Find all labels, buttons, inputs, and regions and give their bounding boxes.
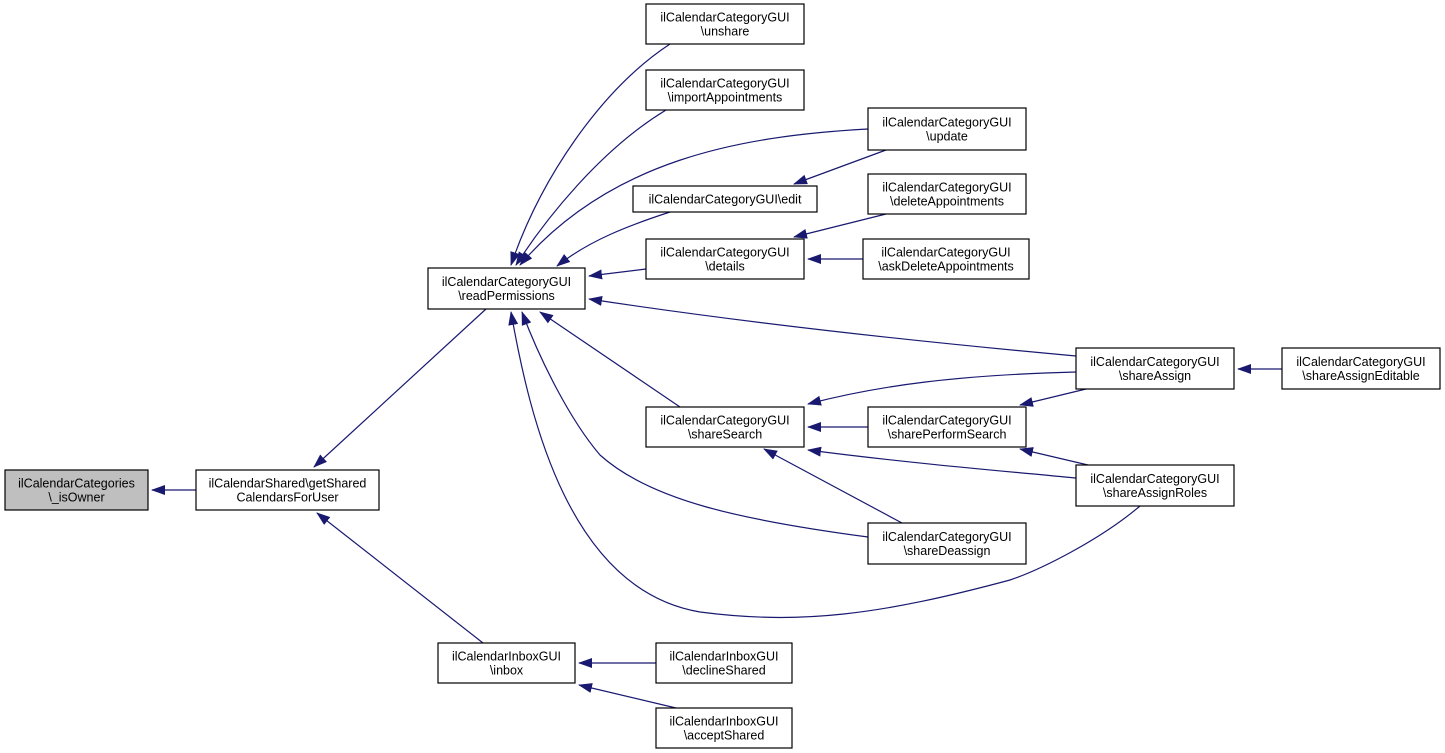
edge-delete-appointments-to-details xyxy=(793,213,887,239)
node-box xyxy=(632,185,818,213)
node-box xyxy=(867,522,1027,565)
node-label-line: \inbox xyxy=(490,664,524,678)
node-box xyxy=(1281,347,1441,390)
node-box xyxy=(4,469,149,511)
node-label-line: \readPermissions xyxy=(458,289,555,303)
node-delete-appointments[interactable]: ilCalendarCategoryGUI\deleteAppointments xyxy=(867,173,1027,215)
edge-inbox-to-get-shared xyxy=(316,512,484,644)
node-share-perform-search[interactable]: ilCalendarCategoryGUI\sharePerformSearch xyxy=(867,406,1027,448)
node-box xyxy=(437,642,576,684)
node-unshare[interactable]: ilCalendarCategoryGUI\unshare xyxy=(645,3,805,45)
node-box xyxy=(645,69,805,111)
node-label-line: ilCalendarCategoryGUI xyxy=(1090,472,1219,486)
node-label-line: ilCalendarCategoryGUI xyxy=(882,414,1011,428)
node-accept-shared[interactable]: ilCalendarInboxGUI\acceptShared xyxy=(655,707,793,749)
node-label-line: \update xyxy=(926,130,968,144)
edge-share-assign-to-share-search xyxy=(807,371,1077,406)
node-label-line: \shareAssign xyxy=(1119,369,1191,383)
node-box xyxy=(655,707,793,749)
node-box xyxy=(1075,464,1235,507)
node-label-line: ilCalendarCategoryGUI xyxy=(1090,355,1219,369)
edge-unshare-to-read-permissions xyxy=(510,43,671,266)
node-box xyxy=(645,406,805,448)
node-label-line: ilCalendarCategoryGUI xyxy=(660,11,789,25)
node-box xyxy=(645,238,805,280)
node-share-search[interactable]: ilCalendarCategoryGUI\shareSearch xyxy=(645,406,805,448)
edge-share-assign-roles-to-share-search xyxy=(807,446,1077,479)
node-label-line: \shareDeassign xyxy=(904,544,991,558)
node-label-line: ilCalendarCategoryGUI xyxy=(882,116,1011,130)
node-label-line: ilCalendarCategoryGUI xyxy=(881,246,1010,260)
edge-share-assign-to-share-perform-search xyxy=(1019,388,1087,407)
edge-edit-to-read-permissions xyxy=(556,211,671,267)
edge-details-to-read-permissions xyxy=(588,268,647,280)
node-share-assign[interactable]: ilCalendarCategoryGUI\shareAssign xyxy=(1075,347,1235,390)
node-read-permissions[interactable]: ilCalendarCategoryGUI\readPermissions xyxy=(427,267,586,310)
node-label-line: \_isOwner xyxy=(48,491,104,505)
node-label-line: CalendarsForUser xyxy=(236,491,338,505)
edge-share-deassign-to-read-permissions xyxy=(521,311,869,538)
node-box xyxy=(655,642,793,684)
node-import-appointments[interactable]: ilCalendarCategoryGUI\importAppointments xyxy=(645,69,805,111)
node-label-line: \unshare xyxy=(701,25,750,39)
edge-read-permissions-to-get-shared xyxy=(313,308,487,468)
node-box xyxy=(867,406,1027,448)
edge-share-search-to-read-permissions xyxy=(539,311,681,408)
node-label-line: ilCalendarCategoryGUI xyxy=(660,77,789,91)
node-inbox[interactable]: ilCalendarInboxGUI\inbox xyxy=(437,642,576,684)
node-share-deassign[interactable]: ilCalendarCategoryGUI\shareDeassign xyxy=(867,522,1027,565)
node-ask-delete-appointments[interactable]: ilCalendarCategoryGUI\askDeleteAppointme… xyxy=(862,238,1030,280)
node-label-line: \askDeleteAppointments xyxy=(878,260,1014,274)
edge-accept-shared-to-inbox xyxy=(578,683,677,709)
node-label-line: ilCalendarCategoryGUI xyxy=(882,530,1011,544)
edge-share-assign-to-read-permissions xyxy=(588,296,1077,357)
node-label-line: ilCalendarShared\getShared xyxy=(209,477,367,491)
node-label-line: ilCalendarInboxGUI xyxy=(452,650,561,664)
node-details[interactable]: ilCalendarCategoryGUI\details xyxy=(645,238,805,280)
node-label-line: \sharePerformSearch xyxy=(888,428,1007,442)
edge-share-assign-roles-to-share-perform-search xyxy=(1019,447,1089,466)
node-box xyxy=(427,267,586,310)
node-box xyxy=(645,3,805,45)
node-label-line: \shareAssignEditable xyxy=(1302,369,1419,383)
node-label-line: \acceptShared xyxy=(684,729,765,743)
node-label-line: ilCalendarCategoryGUI\edit xyxy=(649,193,802,207)
edge-update-to-read-permissions xyxy=(519,128,869,266)
node-label-line: \deleteAppointments xyxy=(890,195,1004,209)
node-share-assign-editable[interactable]: ilCalendarCategoryGUI\shareAssignEditabl… xyxy=(1281,347,1441,390)
edge-import-appointments-to-read-permissions xyxy=(515,109,667,266)
edge-share-deassign-to-share-search xyxy=(763,448,903,524)
node-label-line: ilCalendarCategoryGUI xyxy=(882,181,1011,195)
node-label-line: ilCalendarCategories xyxy=(18,477,135,491)
node-label-line: \declineShared xyxy=(682,664,765,678)
node-box xyxy=(867,173,1027,215)
edge-share-assign-roles-to-read-permissions xyxy=(508,311,1141,619)
node-box xyxy=(1075,347,1235,390)
node-get-shared[interactable]: ilCalendarShared\getSharedCalendarsForUs… xyxy=(195,469,380,511)
edge-update-to-edit xyxy=(793,149,887,185)
node-decline-shared[interactable]: ilCalendarInboxGUI\declineShared xyxy=(655,642,793,684)
node-box xyxy=(862,238,1030,280)
node-label-line: \shareSearch xyxy=(688,428,762,442)
node-update[interactable]: ilCalendarCategoryGUI\update xyxy=(867,107,1027,151)
node-label-line: \shareAssignRoles xyxy=(1103,486,1207,500)
node-box xyxy=(195,469,380,511)
node-label-line: \importAppointments xyxy=(668,91,783,105)
node-box xyxy=(867,107,1027,151)
node-label-line: ilCalendarCategoryGUI xyxy=(1296,355,1425,369)
node-label-line: ilCalendarCategoryGUI xyxy=(660,246,789,260)
node-is-owner[interactable]: ilCalendarCategories\_isOwner xyxy=(4,469,149,511)
node-label-line: ilCalendarCategoryGUI xyxy=(442,275,571,289)
node-label-line: ilCalendarInboxGUI xyxy=(669,715,778,729)
node-edit[interactable]: ilCalendarCategoryGUI\edit xyxy=(632,185,818,213)
node-label-line: ilCalendarInboxGUI xyxy=(669,650,778,664)
node-label-line: ilCalendarCategoryGUI xyxy=(660,414,789,428)
node-share-assign-roles[interactable]: ilCalendarCategoryGUI\shareAssignRoles xyxy=(1075,464,1235,507)
node-label-line: \details xyxy=(705,260,745,274)
